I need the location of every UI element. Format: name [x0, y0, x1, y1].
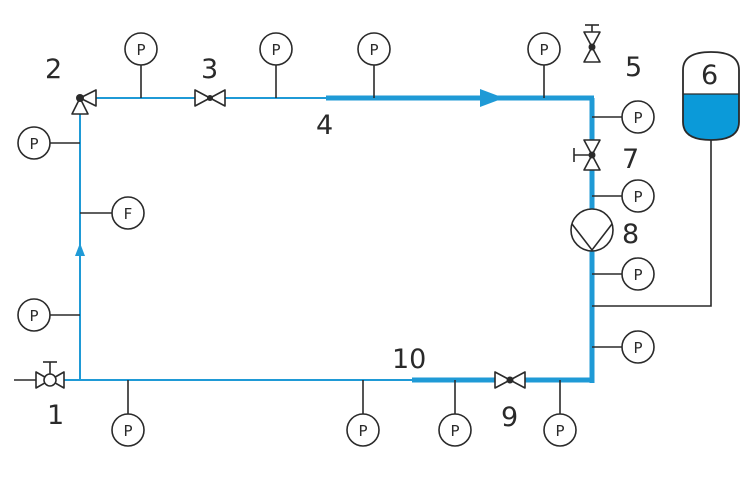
pressure-gauge: P	[543, 413, 577, 447]
pressure-gauge: P	[17, 298, 51, 332]
pressure-gauge: P	[357, 32, 391, 66]
pressure-gauge: P	[621, 179, 655, 213]
label-component-6: 6	[701, 60, 718, 91]
flow-direction-arrow-icon	[480, 89, 504, 107]
label-component-3: 3	[201, 54, 218, 85]
gauge-label: P	[29, 307, 38, 325]
gauge-label: P	[271, 41, 280, 59]
gauge-label: P	[633, 109, 642, 127]
gauge-label: P	[358, 422, 367, 440]
label-component-8: 8	[622, 219, 639, 250]
pressure-gauge: P	[621, 257, 655, 291]
label-component-9: 9	[501, 402, 518, 433]
valve-icon	[494, 371, 526, 389]
gauge-label: F	[124, 205, 133, 223]
gauge-label: P	[539, 41, 548, 59]
flow-arrow-up-icon	[75, 243, 85, 256]
pressure-gauge: P	[527, 32, 561, 66]
valve-icon	[194, 89, 226, 107]
pump-icon	[570, 208, 614, 252]
gate-valve-icon	[35, 361, 65, 389]
expansion-tank-icon	[682, 51, 740, 141]
flow-gauge: F	[111, 196, 145, 230]
gauge-label: P	[450, 422, 459, 440]
pressure-gauge: P	[17, 126, 51, 160]
label-component-2: 2	[45, 54, 62, 85]
pressure-gauge: P	[111, 413, 145, 447]
gauge-label: P	[29, 135, 38, 153]
angle-valve-icon	[71, 89, 97, 115]
tank-water-level	[683, 94, 739, 140]
pressure-gauge: P	[259, 32, 293, 66]
gauge-label: P	[555, 422, 564, 440]
gauge-label: P	[369, 41, 378, 59]
label-component-10: 10	[392, 344, 426, 375]
pressure-gauge: P	[621, 100, 655, 134]
gauge-label: P	[123, 422, 132, 440]
pressure-gauge: P	[621, 330, 655, 364]
pressure-gauge: P	[124, 32, 158, 66]
valve-icon	[573, 139, 601, 171]
label-component-4: 4	[316, 110, 333, 141]
label-component-1: 1	[47, 400, 64, 431]
gauge-label: P	[136, 41, 145, 59]
gauge-label: P	[633, 188, 642, 206]
gauge-connectors	[50, 65, 712, 414]
label-component-5: 5	[625, 52, 642, 83]
gauge-label: P	[633, 266, 642, 284]
label-component-7: 7	[622, 144, 639, 175]
pipe-network	[14, 95, 595, 383]
pressure-gauge: P	[438, 413, 472, 447]
gauge-label: P	[633, 339, 642, 357]
valve-icon	[583, 24, 601, 63]
pressure-gauge: P	[346, 413, 380, 447]
